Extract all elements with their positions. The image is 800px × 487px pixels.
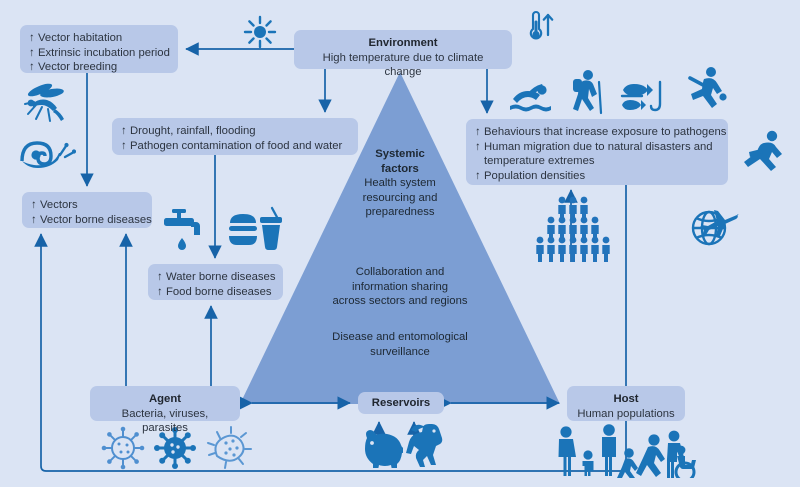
systemic-factors-text: Systemic factors Health system resourcin… [300,147,500,220]
list-item: ↑Pathogen contamination of food and wate… [121,139,343,152]
mosquito-icon [22,82,72,129]
bacteria-icon [204,425,252,476]
vector-habitation-box[interactable]: ↑Vector habitation ↑Extrinsic incubation… [20,25,178,73]
reservoirs-title: Reservoirs [371,397,431,409]
list-item: ↑Vectors [31,199,78,211]
environment-subtitle: High temperature due to climate change [322,51,484,79]
systemic-factors-l3: preparedness [365,206,435,219]
list-item: ↑Extrinsic incubation period [29,46,170,59]
swimmer-icon [509,79,555,118]
systemic-factors-l2: resourcing and [362,191,438,204]
sun-icon [243,15,277,54]
cricket-player-icon [684,66,730,121]
systemic-factors-l1: Health system [364,177,436,190]
list-item: ↑Vector breeding [29,61,118,74]
crowd-pyramid-icon [529,196,615,267]
surveillance-l2: surveillance [370,345,430,358]
environment-title: Environment [368,37,438,49]
host-box[interactable]: Host Human populations [567,386,685,421]
reservoirs-box[interactable]: Reservoirs [358,392,444,414]
systemic-factors-title-1: Systemic [375,148,425,160]
list-item: ↑Food borne diseases [157,285,272,298]
systemic-factors-title-2: factors [381,162,419,175]
agent-box[interactable]: Agent Bacteria, viruses, parasites [90,386,240,434]
list-item: ↑Drought, rainfall, flooding [121,125,256,137]
list-item: ↑Water borne diseases [157,271,276,283]
water-food-borne-box[interactable]: ↑Water borne diseases ↑Food borne diseas… [148,264,283,300]
host-title: Host [613,393,639,405]
collaboration-l2: information sharing [351,280,449,293]
host-subtitle: Human populations [577,407,675,420]
agent-title: Agent [148,393,181,405]
virus-solid-icon [152,425,198,476]
people-group-icon [553,424,696,483]
drought-box[interactable]: ↑Drought, rainfall, flooding ↑Pathogen c… [112,118,358,155]
list-item: ↑Population densities [475,169,586,182]
surveillance-l1: Disease and entomological [332,331,468,343]
list-item: ↑Human migration due to natural disaster… [475,140,713,153]
agent-subtitle: Bacteria, viruses, parasites [121,407,209,435]
fast-food-icon [228,205,284,260]
list-item: ↑Vector habitation [29,32,123,44]
fishing-snorkel-icon [620,80,668,121]
vectors-box[interactable]: ↑Vectors ↑Vector borne diseases [22,192,152,228]
surveillance-text: Disease and entomological surveillance [300,330,500,359]
list-item: ↑Behaviours that increase exposure to pa… [475,126,727,138]
list-item: temperature extremes [484,155,595,168]
pig-icon [357,428,407,473]
collaboration-l3: across sectors and regions [332,295,468,308]
hiker-icon [566,68,608,123]
horse-icon [401,422,449,473]
runner-icon [744,130,788,185]
water-tap-icon [162,205,206,260]
virus-outline-icon [100,425,146,476]
collaboration-text: Collaboration and information sharing ac… [300,265,500,309]
snail-icon [20,133,77,176]
thermometer-up-icon [521,10,555,49]
behaviours-box[interactable]: ↑Behaviours that increase exposure to pa… [466,119,728,185]
list-item: ↑Vector borne diseases [31,213,152,226]
globe-plane-icon [687,200,743,255]
environment-box[interactable]: Environment High temperature due to clim… [294,30,512,78]
collaboration-l1: Collaboration and [355,266,445,278]
